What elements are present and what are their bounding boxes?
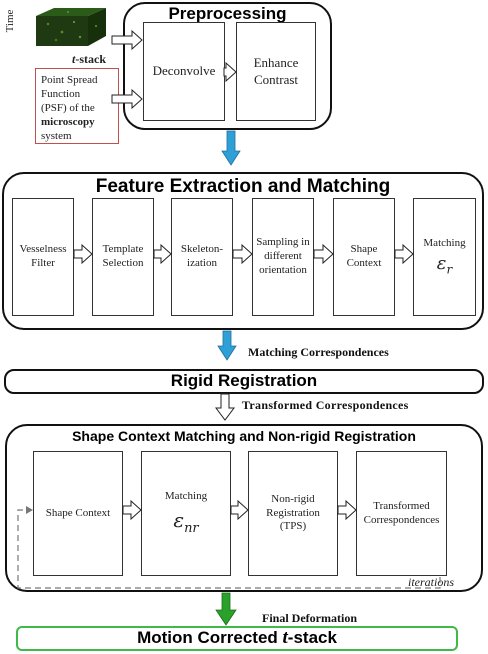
psf-box: Point Spread Function (PSF) of the micro… [35,68,119,144]
epsilon-nr-symbol: ε [173,507,185,532]
blue-down-arrow-icon [221,130,241,166]
tstack-rest: -stack [75,52,107,66]
shape-context-box: Shape Context [333,198,395,316]
nr-shape-context-box: Shape Context [33,451,123,576]
iterations-label: iterations [408,575,455,589]
nr-transformed-correspondences-box: Transformed Correspondences [356,451,447,576]
nr-tps-box: Non-rigid Registration (TPS) [248,451,338,576]
tstack-label: t-stack [72,52,106,67]
hollow-down-arrow-icon [215,393,235,421]
vesselness-filter-box: Vesselness Filter [12,198,74,316]
tstack-italic: t [72,52,76,66]
preprocessing-title: Preprocessing [168,4,287,23]
template-selection-box: Template Selection [92,198,154,316]
rigid-registration-panel [4,369,484,394]
output-title-post: -stack [287,628,337,647]
blue-down-arrow-icon [217,330,237,361]
volume-thumbnail [28,6,120,52]
psf-line-3: (PSF) of the [41,102,95,115]
feature-extraction-title: Feature Extraction and Matching [95,176,391,197]
enhance-contrast-box: Enhance Contrast [236,22,316,121]
epsilon-r-sub: r [446,262,453,277]
transformed-correspondences-label: Transformed Correspondences [242,398,409,412]
psf-line-5: system [41,130,72,143]
final-deformation-label: Final Deformation [262,611,357,625]
psf-line-2: Function [41,88,81,101]
epsilon-nr-sub: nr [184,520,199,536]
matching-box: Matching εr [413,198,476,316]
epsilon-r: εr [437,253,452,278]
output-title-pre: Motion Corrected [137,628,283,647]
skeletonization-box: Skeleton-ization [171,198,233,316]
output-title: Motion Corrected t-stack [16,627,458,649]
sampling-box: Sampling in different orientation [252,198,314,316]
psf-line-4: microscopy [41,116,95,129]
nr-matching-label: Matching [164,490,208,502]
nr-matching-box: Matching εnr [141,451,231,576]
epsilon-nr: εnr [173,508,198,537]
green-down-arrow-icon [215,592,237,626]
matching-label: Matching [423,236,466,249]
matching-correspondences-label: Matching Correspondences [248,345,389,359]
deconvolve-box: Deconvolve [143,22,225,121]
output-title-t: t [282,627,288,648]
psf-line-1: Point Spread [41,74,98,86]
nonrigid-title: Shape Context Matching and Non-rigid Reg… [72,428,416,444]
output-panel [16,626,458,651]
rigid-registration-title: Rigid Registration [170,371,318,390]
epsilon-r-symbol: ε [436,252,447,274]
time-axis-label: Time [4,9,16,33]
